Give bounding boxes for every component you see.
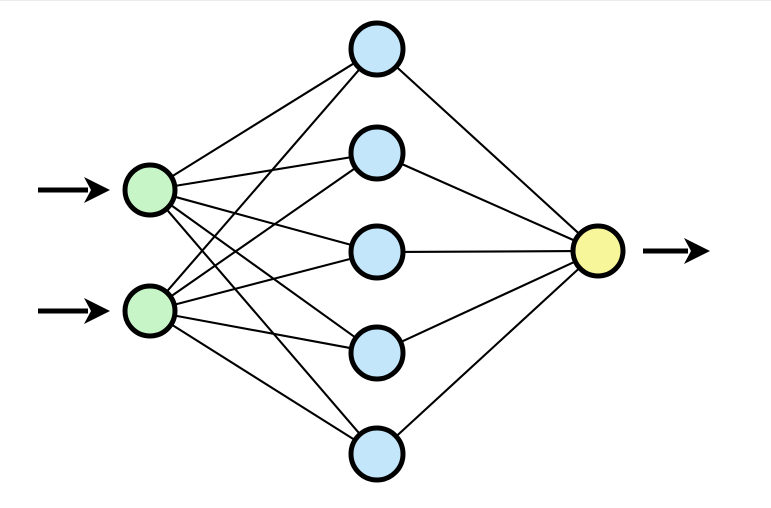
input-arrow-1 (38, 177, 110, 203)
edge-i1-h1 (169, 61, 357, 179)
output-arrow-head (684, 238, 710, 264)
io-arrows-group (38, 177, 710, 324)
edge-i1-h2 (172, 155, 354, 188)
edge-h2-o1 (398, 162, 578, 243)
node-h3[interactable] (348, 223, 406, 281)
edge-i1-h4 (168, 202, 358, 340)
input-arrow-2-head (84, 298, 110, 324)
input-arrow-1-head (84, 177, 110, 203)
edge-i2-h4 (172, 314, 354, 350)
edge-i1-h3 (172, 195, 354, 247)
edge-h1-o1 (394, 64, 582, 236)
edge-i2-h3 (172, 257, 354, 307)
edge-h5-o1 (394, 266, 582, 439)
edge-i2-h2 (168, 166, 358, 299)
input-layer (122, 162, 178, 339)
node-h2[interactable] (348, 124, 406, 182)
node-h1[interactable] (348, 20, 406, 78)
input-arrow-2 (38, 298, 110, 324)
node-i2[interactable] (122, 283, 178, 339)
edge-h4-o1 (398, 260, 578, 344)
edge-i2-h5 (169, 322, 357, 442)
output-arrow (643, 238, 710, 264)
edge-h3-o1 (400, 250, 576, 253)
edge-i2-h1 (164, 66, 362, 294)
edges-group (164, 61, 582, 442)
hidden-layer (348, 20, 406, 483)
output-layer (570, 223, 626, 279)
node-i1[interactable] (122, 162, 178, 218)
edge-i1-h5 (164, 207, 362, 437)
node-h4[interactable] (348, 324, 406, 382)
node-h5[interactable] (348, 425, 406, 483)
nodes-group (122, 20, 626, 483)
node-o1[interactable] (570, 223, 626, 279)
